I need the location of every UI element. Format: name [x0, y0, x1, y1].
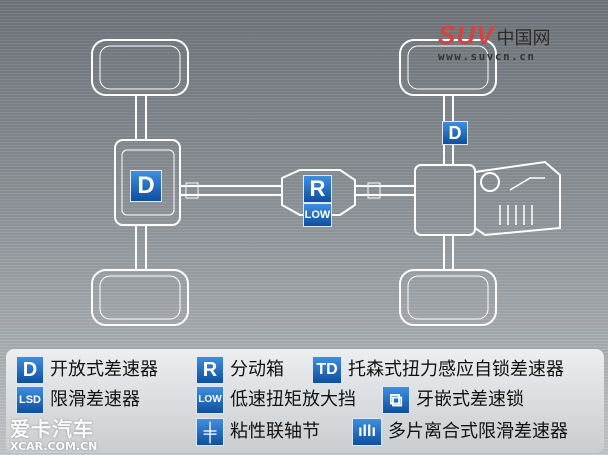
torsen-icon: TD: [312, 356, 342, 384]
rear-open-diff-badge: D: [442, 121, 468, 145]
low-range-icon: LOW: [196, 386, 224, 414]
engine-gearbox: [414, 160, 561, 237]
lsd-icon: LSD: [16, 386, 44, 414]
multi-plate-clutch-icon: ıllı: [352, 418, 382, 446]
xcar-watermark: 爱卡汽车 XCAR.COM.CN: [10, 417, 98, 453]
diff-locker-icon: ⧉: [382, 386, 410, 414]
transfer-case-icon: R: [196, 356, 224, 384]
transfer-case: [281, 169, 356, 216]
low-range-badge: LOW: [303, 203, 332, 227]
legend-item-viscous: ╪粘性联轴节: [196, 418, 320, 446]
front-open-diff-badge: D: [130, 170, 162, 202]
left-axle: [91, 39, 189, 326]
transfer-case-badge: R: [303, 175, 332, 203]
legend-item-locker: ⧉牙嵌式差速锁: [382, 386, 524, 414]
driveshaft: [180, 182, 415, 199]
open-diff-icon: D: [16, 356, 44, 384]
viscous-coupling-icon: ╪: [196, 418, 224, 446]
drivetrain-drawing: [0, 0, 608, 345]
